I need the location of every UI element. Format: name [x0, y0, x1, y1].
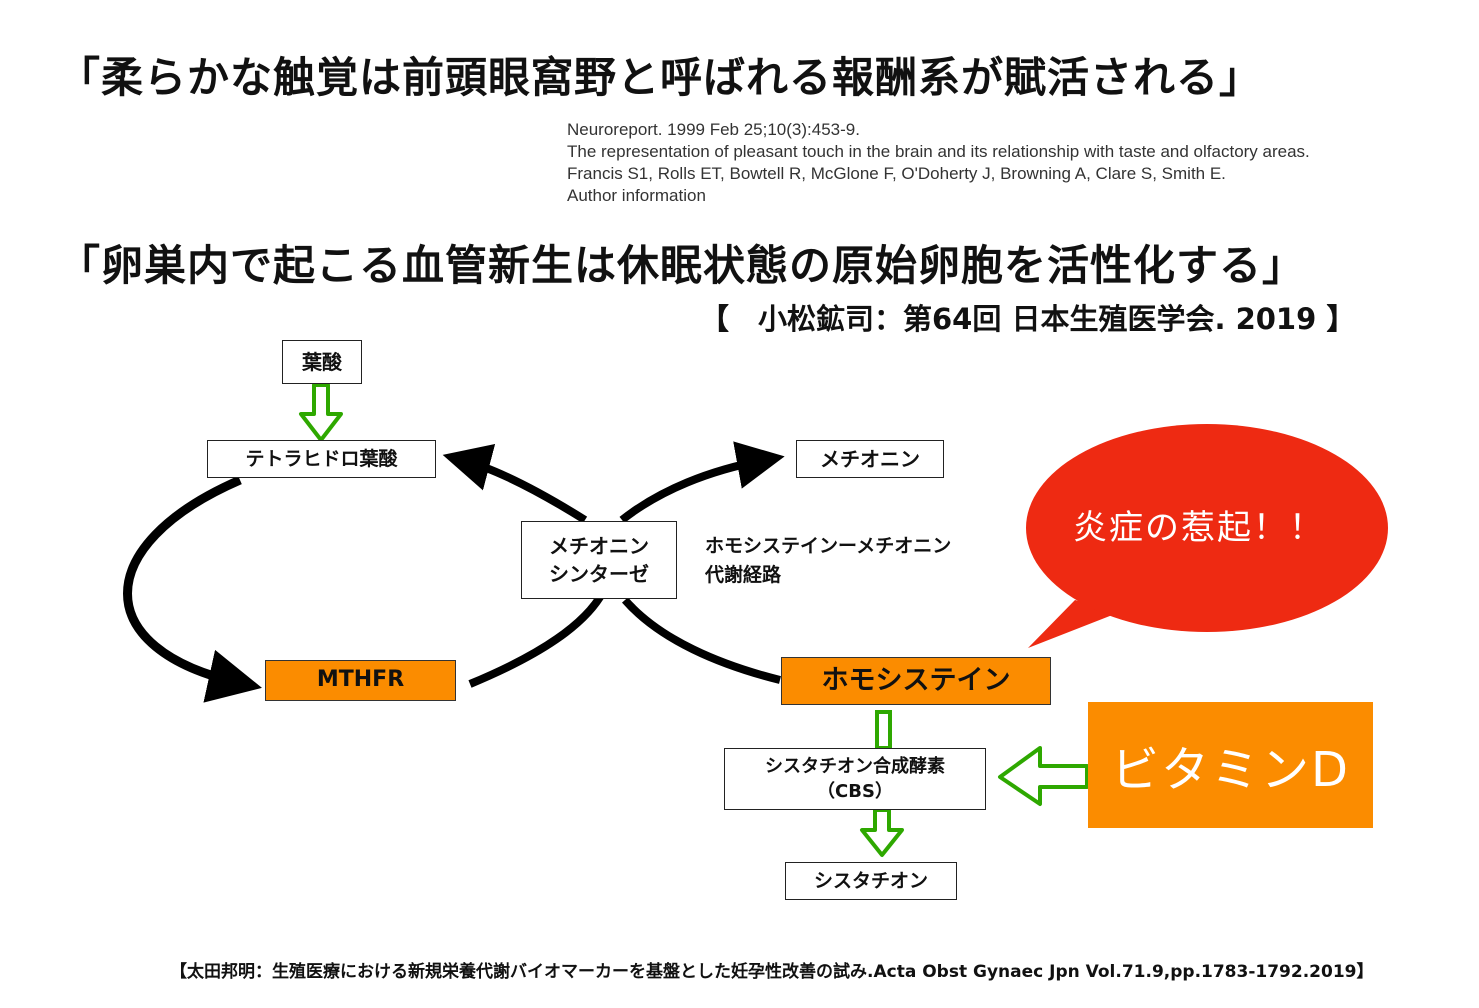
- arrow-mthfr-to-synthase: [468, 590, 607, 688]
- label-cbs-line1: シスタチオン合成酵素: [765, 755, 945, 777]
- reference-line: Author information: [567, 186, 706, 205]
- label-synthase-line2: シンターゼ: [549, 562, 649, 586]
- arrow-homocysteine-to-synthase: [621, 597, 781, 684]
- reference-block: Neuroreport. 1999 Feb 25;10(3):453-9. Th…: [567, 119, 1310, 207]
- green-arrow-folate-down: [299, 383, 343, 442]
- box-mthfr: MTHFR: [265, 660, 456, 701]
- footer-citation: 【太田邦明：生殖医療における新規栄養代謝バイオマーカーを基盤とした妊孕性改善の試…: [170, 962, 1374, 982]
- citation-komatsu: 【 小松鉱司：第64回 日本生殖医学会. 2019 】: [700, 302, 1356, 336]
- box-folate: 葉酸: [282, 340, 362, 384]
- green-arrow-cbs-down: [860, 808, 904, 857]
- green-arrow-homocysteine-down: [875, 710, 892, 750]
- label-mthfr: MTHFR: [316, 667, 405, 693]
- pathway-note-line1: ホモシステインーメチオニン: [705, 535, 952, 557]
- green-arrow-vitamin-d: [998, 746, 1089, 806]
- reference-line: The representation of pleasant touch in …: [567, 142, 1310, 161]
- label-folate: 葉酸: [302, 350, 342, 374]
- pathway-note-line2: 代謝経路: [705, 564, 782, 586]
- label-cystathione: シスタチオン: [813, 869, 928, 892]
- heading-touch: 「柔らかな触覚は前頭眼窩野と呼ばれる報酬系が賦活される」: [58, 53, 1263, 102]
- label-methionine: メチオニン: [820, 447, 920, 471]
- box-vitamin-d: ビタミンD: [1088, 702, 1373, 828]
- box-methionine-synthase: メチオニン シンターゼ: [521, 521, 677, 599]
- box-tetrahydrofolate: テトラヒドロ葉酸: [207, 440, 436, 478]
- label-vitamin-d: ビタミンD: [1111, 742, 1350, 798]
- arrow-thf-to-mthfr: [123, 475, 262, 703]
- reference-line: Francis S1, Rolls ET, Bowtell R, McGlone…: [567, 164, 1226, 183]
- label-tetrahydrofolate: テトラヒドロ葉酸: [245, 447, 398, 470]
- box-cbs: シスタチオン合成酵素 （CBS）: [724, 748, 986, 810]
- box-methionine: メチオニン: [796, 440, 944, 478]
- pathway-note: ホモシステインーメチオニン 代謝経路: [705, 532, 951, 590]
- speech-bubble: [1026, 424, 1388, 648]
- label-homocysteine: ホモシステイン: [821, 665, 1011, 697]
- box-cystathione: シスタチオン: [785, 862, 957, 900]
- label-synthase-line1: メチオニン: [549, 534, 649, 558]
- label-cbs-line2: （CBS）: [817, 781, 893, 802]
- label-inflammation: 炎症の惹起！！: [1073, 508, 1325, 548]
- heading-angiogenesis: 「卵巣内で起こる血管新生は休眠状態の原始卵胞を活性化する」: [58, 241, 1306, 290]
- arrow-synthase-to-methionine: [619, 441, 785, 524]
- box-homocysteine: ホモシステイン: [781, 657, 1051, 705]
- arrow-synthase-to-thf: [442, 443, 588, 524]
- reference-line: Neuroreport. 1999 Feb 25;10(3):453-9.: [567, 120, 860, 139]
